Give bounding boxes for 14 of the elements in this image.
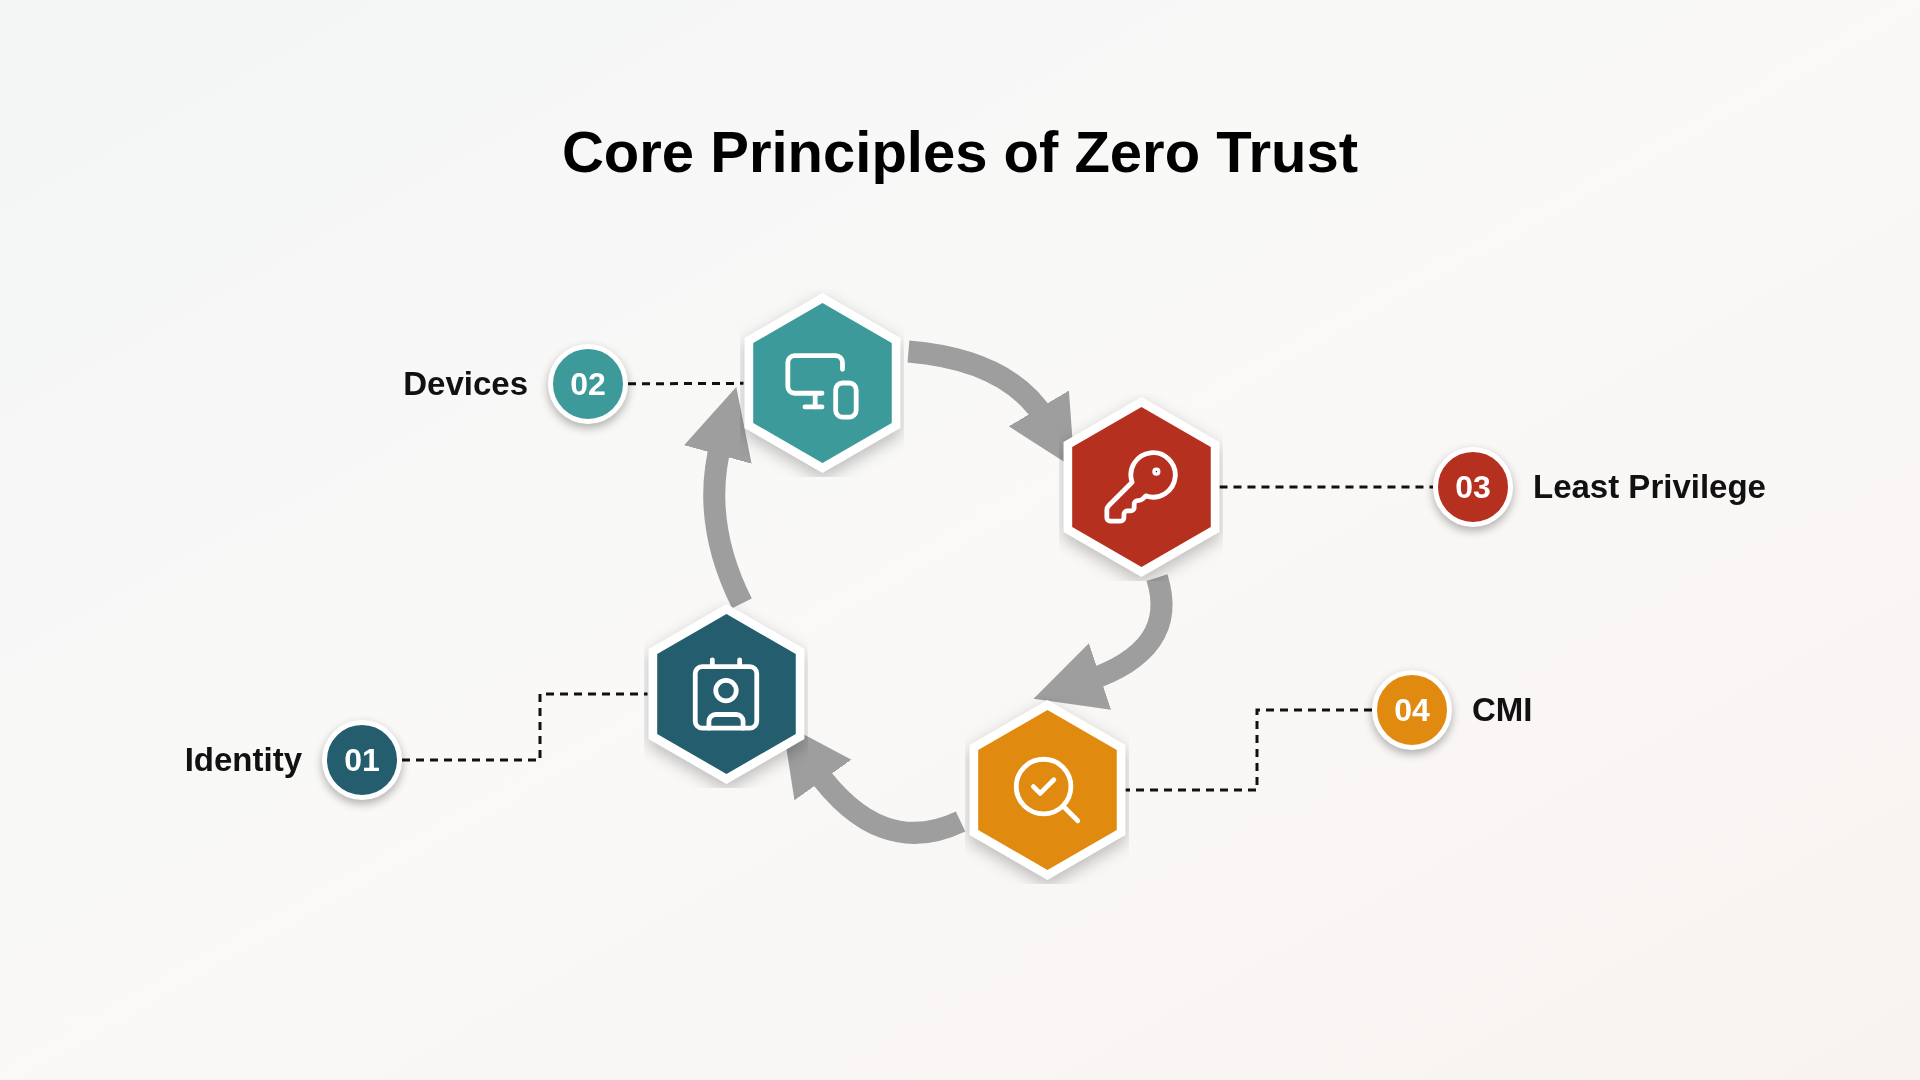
step-label: Devices — [403, 364, 528, 405]
number-badge: 04 — [1372, 670, 1452, 750]
leader-line — [1125, 708, 1372, 792]
number-badge: 03 — [1433, 447, 1513, 527]
step-label: Identity — [184, 740, 302, 781]
number-badge: 02 — [548, 344, 628, 424]
title: Core Principles of Zero Trust — [560, 118, 1360, 186]
leader-line — [1219, 485, 1433, 489]
step-label: Least Privilege — [1533, 467, 1766, 508]
leader-line — [402, 692, 648, 762]
leader-line — [628, 381, 744, 386]
flow-arrow — [684, 386, 753, 609]
number-badge: 01 — [322, 720, 402, 800]
step-label: CMI — [1472, 690, 1533, 731]
